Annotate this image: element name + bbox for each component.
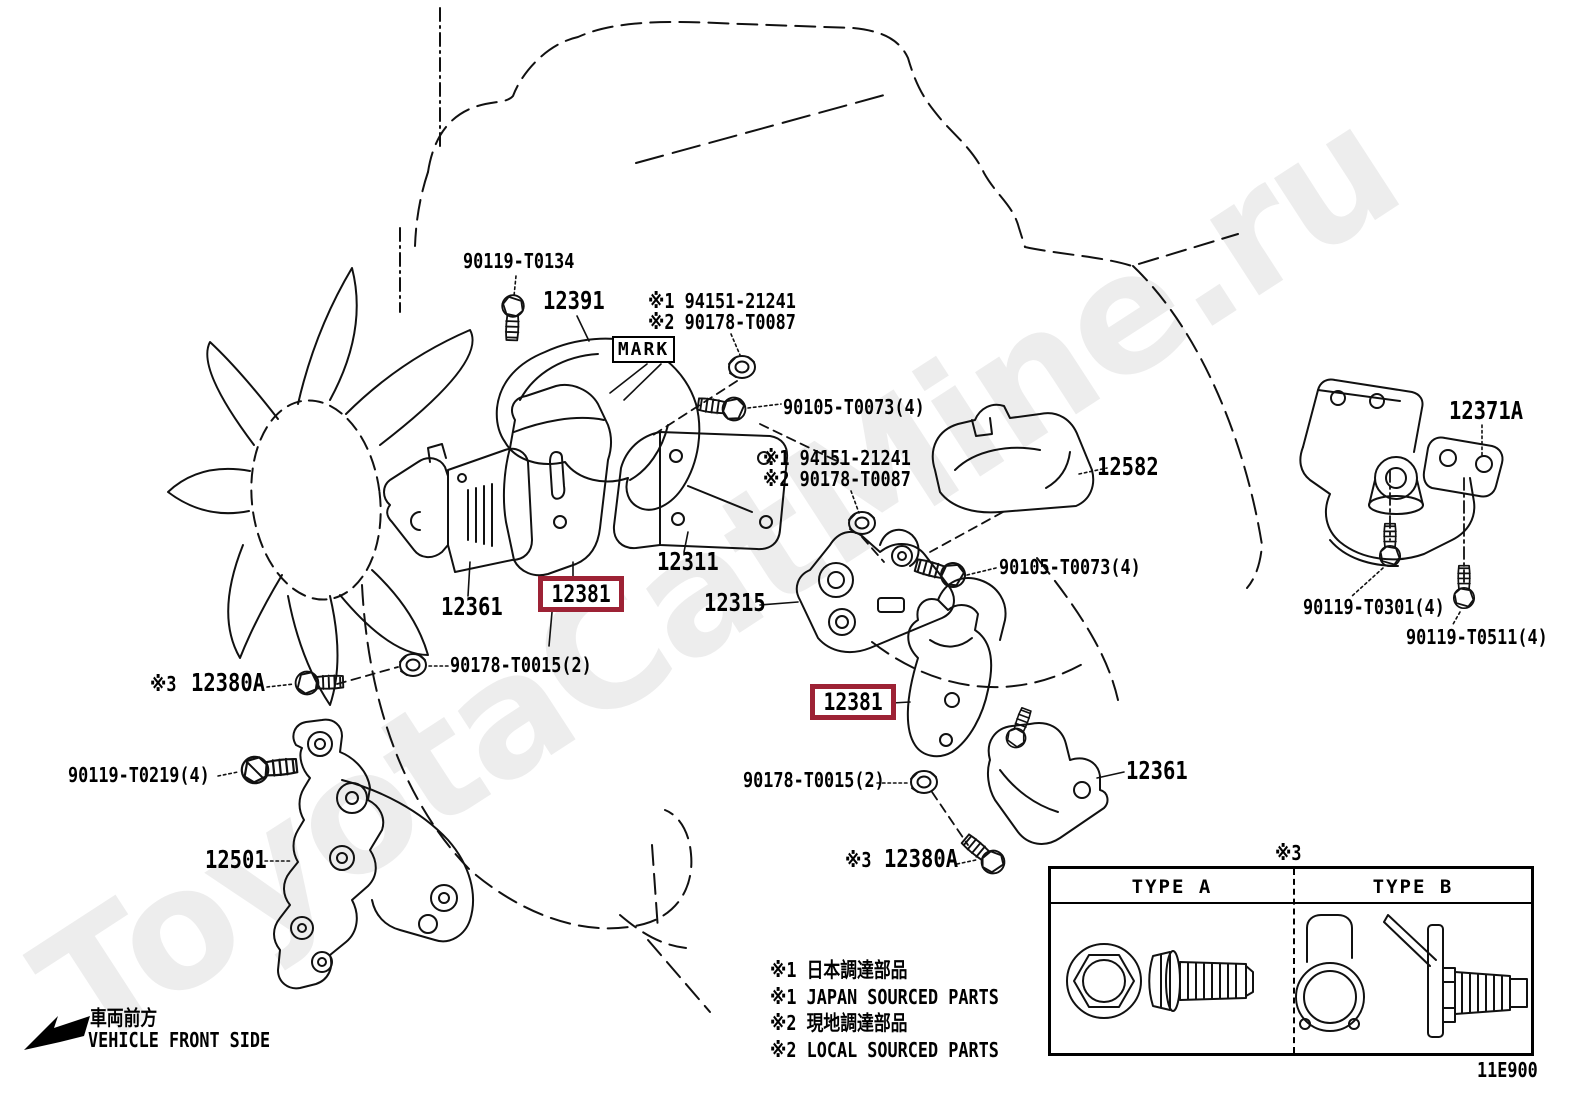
callout-90119-t0301[interactable]: 90119-T0301(4) [1303, 595, 1445, 619]
part-12361-right [986, 722, 1109, 845]
part-12381-left [502, 384, 612, 577]
bolt-12361-right-top [1002, 705, 1037, 752]
part-12381-right [906, 577, 1007, 758]
legend-ref3: ※3 [1275, 841, 1302, 865]
note-jp-local: ※2 現地調達部品 [770, 1011, 908, 1035]
callout-12501[interactable]: 12501 [205, 845, 267, 874]
part-12582 [931, 403, 1095, 514]
callout-12380a-left[interactable]: 12380A [191, 668, 266, 697]
part-12361-left [383, 443, 533, 573]
bolt-90105-t0073-lower [912, 552, 969, 591]
callout-12361-left[interactable]: 12361 [441, 592, 503, 621]
fan [167, 267, 474, 706]
callout-12380a-right[interactable]: 12380A [884, 844, 959, 873]
callout-90119-t0219[interactable]: 90119-T0219(4) [68, 763, 210, 787]
bolt-12380a-right [957, 829, 1011, 880]
callout-12311[interactable]: 12311 [657, 547, 719, 576]
callout-90105-t0073-upper[interactable]: 90105-T0073(4) [783, 395, 925, 419]
callout-90119-t0134[interactable]: 90119-T0134 [463, 249, 575, 273]
callout-12582[interactable]: 12582 [1097, 452, 1159, 481]
vehicle-front-label-jp: 車両前方 [90, 1006, 158, 1030]
highlighted-callout-12381-left[interactable]: 12381 [538, 576, 624, 612]
bolt-90119-t0219 [239, 751, 300, 786]
legend-type-a-art [1066, 943, 1254, 1019]
nut-90178-t0087-mid [848, 511, 876, 535]
leader-lines-dotted [217, 275, 1483, 865]
callout-12361-right[interactable]: 12361 [1126, 756, 1188, 785]
sourcing-notes: ※1 日本調達部品 ※1 JAPAN SOURCED PARTS ※2 現地調達… [770, 957, 999, 1063]
nut-90178-t0015-left [399, 653, 427, 677]
callout-90119-t0511[interactable]: 90119-T0511(4) [1406, 625, 1548, 649]
legend-divider [1293, 869, 1295, 1053]
callout-ref3-right: ※3 [845, 848, 872, 872]
vehicle-front-arrow [24, 1016, 90, 1050]
nut-90178-t0087-top [728, 355, 756, 379]
callout-90178-t0015-left[interactable]: 90178-T0015(2) [450, 653, 592, 677]
note-en-japan: ※1 JAPAN SOURCED PARTS [770, 984, 999, 1009]
callout-ref1-94151-mid[interactable]: ※1 94151-21241 [763, 446, 911, 470]
callout-12371a[interactable]: 12371A [1449, 396, 1524, 425]
fastener-type-legend: TYPE A TYPE B [1048, 866, 1534, 1056]
diagram-code: 11E900 [1477, 1058, 1538, 1082]
callout-12391[interactable]: 12391 [543, 286, 605, 315]
callout-ref3-left: ※3 [150, 672, 177, 696]
callout-90105-t0073-lower[interactable]: 90105-T0073(4) [999, 555, 1141, 579]
nut-90178-t0015-right [910, 770, 938, 794]
legend-header-rule [1051, 902, 1531, 904]
part-12315 [795, 528, 955, 654]
callout-ref2-90178-mid[interactable]: ※2 90178-T0087 [763, 467, 911, 491]
callout-ref1-94151-top[interactable]: ※1 94151-21241 [648, 289, 796, 313]
bolt-90105-t0073-upper [695, 391, 748, 423]
note-jp-japan: ※1 日本調達部品 [770, 958, 908, 982]
assembly-lines [336, 380, 1004, 846]
part-12501 [273, 718, 474, 990]
mark-callout-box: MARK [612, 336, 675, 363]
note-en-local: ※2 LOCAL SOURCED PARTS [770, 1037, 999, 1062]
engine-outline [361, 7, 1263, 1013]
highlighted-callout-12381-right[interactable]: 12381 [810, 684, 896, 720]
legend-header-type-b: TYPE B [1372, 876, 1454, 898]
part-12311 [612, 431, 789, 551]
vehicle-front-label-en: VEHICLE FRONT SIDE [88, 1028, 271, 1052]
callout-ref2-90178-top[interactable]: ※2 90178-T0087 [648, 310, 796, 334]
center-lines [1389, 469, 1465, 583]
bolt-90119-t0134 [500, 293, 526, 342]
callout-12315[interactable]: 12315 [704, 588, 766, 617]
legend-header-type-a: TYPE A [1131, 876, 1213, 898]
leader-lines-solid [467, 315, 1125, 779]
callout-90178-t0015-right[interactable]: 90178-T0015(2) [743, 768, 885, 792]
legend-type-b-art [1295, 914, 1528, 1038]
